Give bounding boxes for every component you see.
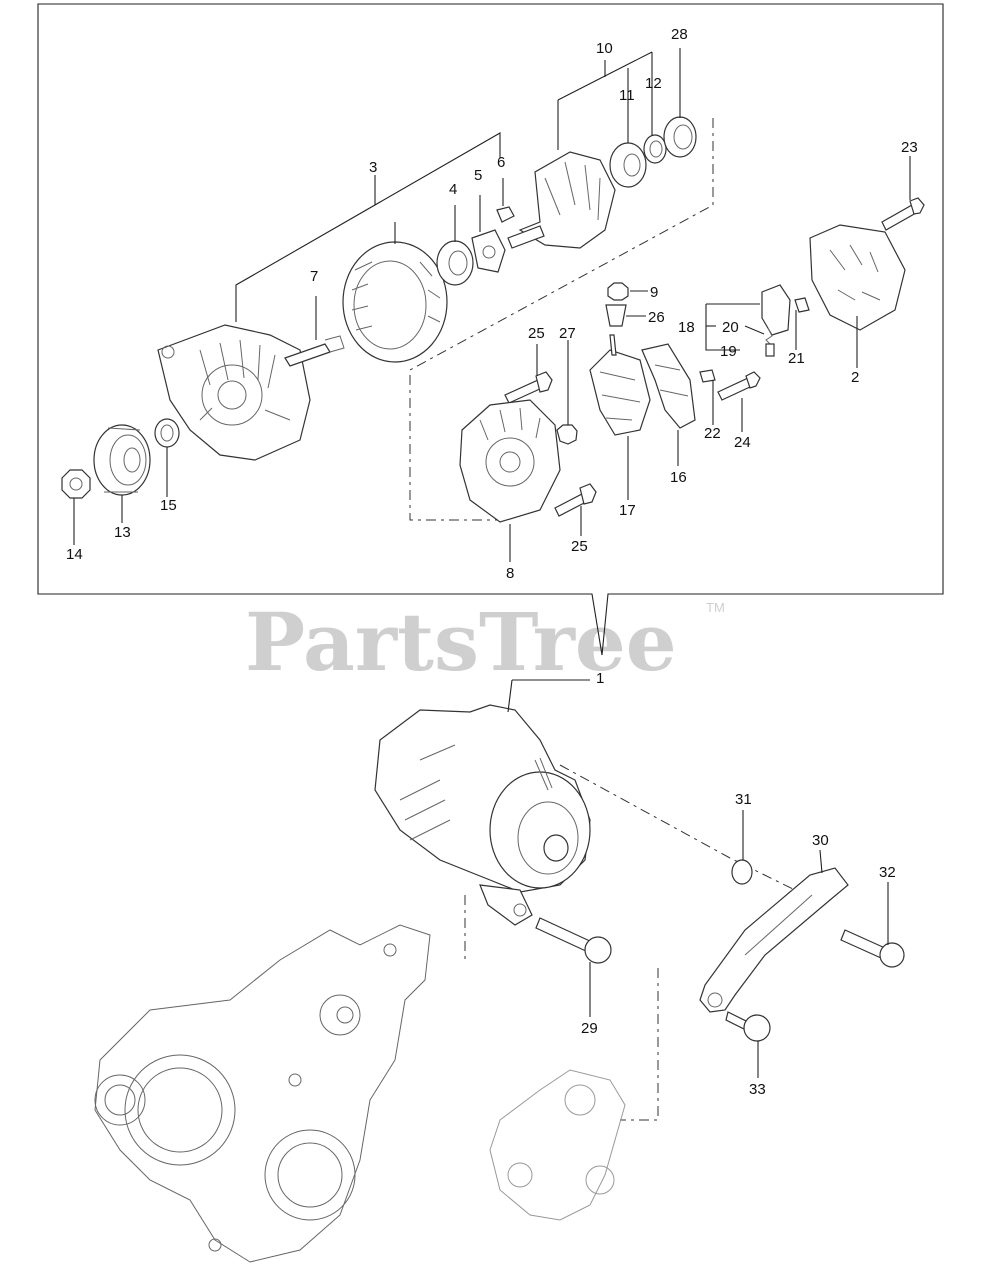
callout-29: 29 — [581, 1020, 598, 1037]
callout-25-upper: 25 — [528, 325, 545, 342]
alignment-line-bracket — [464, 895, 659, 1121]
water-pump — [489, 1069, 626, 1221]
part-16-brush-holder — [641, 343, 696, 429]
part-24-bolt — [717, 371, 761, 401]
alignment-line-upper — [409, 118, 714, 521]
callout-18: 18 — [678, 319, 695, 336]
part-15-spacer — [154, 418, 180, 448]
callout-25-lower: 25 — [571, 538, 588, 555]
callout-labels: 1 2 3 4 5 6 7 8 9 10 11 12 13 14 15 16 1… — [66, 26, 918, 1098]
part-11-bearing — [609, 142, 647, 188]
alignment-line-lower — [559, 764, 796, 891]
callout-4: 4 — [449, 181, 457, 198]
callout-33: 33 — [749, 1081, 766, 1098]
part-12-ring — [643, 134, 667, 164]
part-32-bolt — [840, 929, 905, 968]
part-18-regulator — [761, 284, 791, 336]
part-1-alternator — [374, 704, 591, 926]
callout-28: 28 — [671, 26, 688, 43]
callout-1: 1 — [596, 670, 604, 687]
callout-23: 23 — [901, 139, 918, 156]
callout-22: 22 — [704, 425, 721, 442]
part-8-rear-frame — [459, 399, 561, 523]
part-14-nut — [61, 469, 91, 499]
part-19-brush — [765, 343, 775, 357]
callout-15: 15 — [160, 497, 177, 514]
part-2-rear-cover — [809, 224, 906, 331]
part-20-spring — [765, 327, 773, 347]
part-25-bolt-upper — [504, 371, 553, 404]
leader-lines — [73, 48, 911, 1078]
part-25-bolt-lower — [554, 483, 597, 517]
part-22-screw — [699, 369, 716, 383]
callout-16: 16 — [670, 469, 687, 486]
part-33-bolt — [725, 1011, 771, 1042]
part-4-bearing — [436, 240, 474, 286]
part-30-bracket — [699, 867, 849, 1013]
exploded-view-frame — [37, 3, 944, 656]
callout-32: 32 — [879, 864, 896, 881]
callout-14: 14 — [66, 546, 83, 563]
callout-24: 24 — [734, 434, 751, 451]
callout-19: 19 — [720, 343, 737, 360]
part-23-bolt — [881, 197, 925, 231]
watermark-trademark: TM — [706, 600, 725, 615]
callout-26: 26 — [648, 309, 665, 326]
part-17-rectifier — [589, 334, 651, 436]
watermark-brand: PartsTree — [245, 595, 677, 689]
part-13-pulley — [93, 424, 151, 496]
part-6-screw — [496, 206, 515, 223]
callout-3: 3 — [369, 159, 377, 176]
drive-end-frame — [157, 324, 311, 461]
part-26-insulator — [605, 304, 627, 327]
part-29-bolt — [535, 917, 612, 964]
callout-8: 8 — [506, 565, 514, 582]
part-10-rotor — [507, 151, 616, 249]
callout-5: 5 — [474, 167, 482, 184]
callout-21: 21 — [788, 350, 805, 367]
callout-10: 10 — [596, 40, 613, 57]
callout-6: 6 — [497, 154, 505, 171]
callout-20: 20 — [722, 319, 739, 336]
engine-gear-case — [94, 924, 431, 1263]
part-9-nut — [607, 282, 629, 301]
part-28-cover — [663, 116, 697, 158]
part-31-spacer — [731, 859, 753, 885]
callout-27: 27 — [559, 325, 576, 342]
callout-7: 7 — [310, 268, 318, 285]
callout-30: 30 — [812, 832, 829, 849]
part-7-stud — [284, 335, 345, 367]
callout-31: 31 — [735, 791, 752, 808]
part-5-plate — [471, 229, 506, 273]
callout-9: 9 — [650, 284, 658, 301]
callout-17: 17 — [619, 502, 636, 519]
callout-2: 2 — [851, 369, 859, 386]
callout-12: 12 — [645, 75, 662, 92]
callout-11: 11 — [619, 87, 635, 104]
part-21-screw — [794, 297, 810, 313]
callout-13: 13 — [114, 524, 131, 541]
part-3-stator — [342, 241, 448, 363]
part-27-nut — [556, 424, 578, 445]
